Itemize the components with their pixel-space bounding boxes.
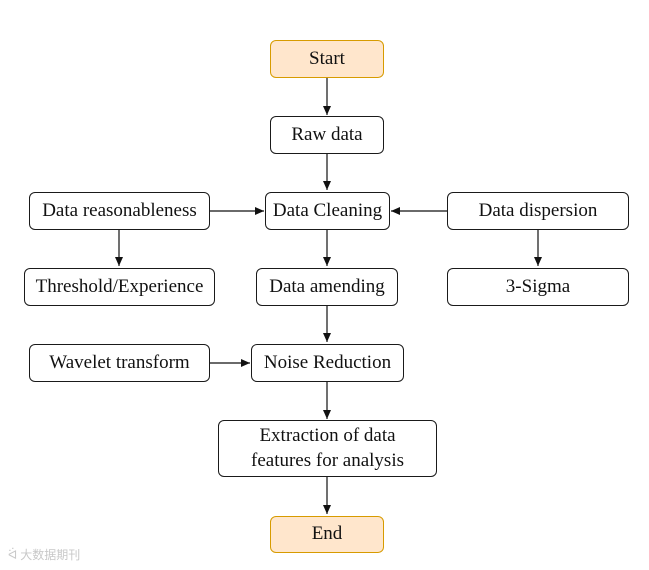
threshold-experience-node: Threshold/Experience — [24, 268, 215, 306]
noise-reduction-node: Noise Reduction — [251, 344, 404, 382]
wavelet-transform-node: Wavelet transform — [29, 344, 210, 382]
start-node: Start — [270, 40, 384, 78]
data-cleaning-node: Data Cleaning — [265, 192, 390, 230]
raw-data-node: Raw data — [270, 116, 384, 154]
extraction-node: Extraction of data features for analysis — [218, 420, 437, 477]
data-amending-node: Data amending — [256, 268, 398, 306]
watermark: ᐛ 大数据期刊 — [8, 546, 80, 563]
data-dispersion-node: Data dispersion — [447, 192, 629, 230]
3-sigma-node: 3-Sigma — [447, 268, 629, 306]
end-node: End — [270, 516, 384, 553]
data-reasonableness-node: Data reasonableness — [29, 192, 210, 230]
watermark-text: 大数据期刊 — [20, 548, 81, 562]
watermark-logo-icon: ᐛ — [8, 547, 18, 562]
